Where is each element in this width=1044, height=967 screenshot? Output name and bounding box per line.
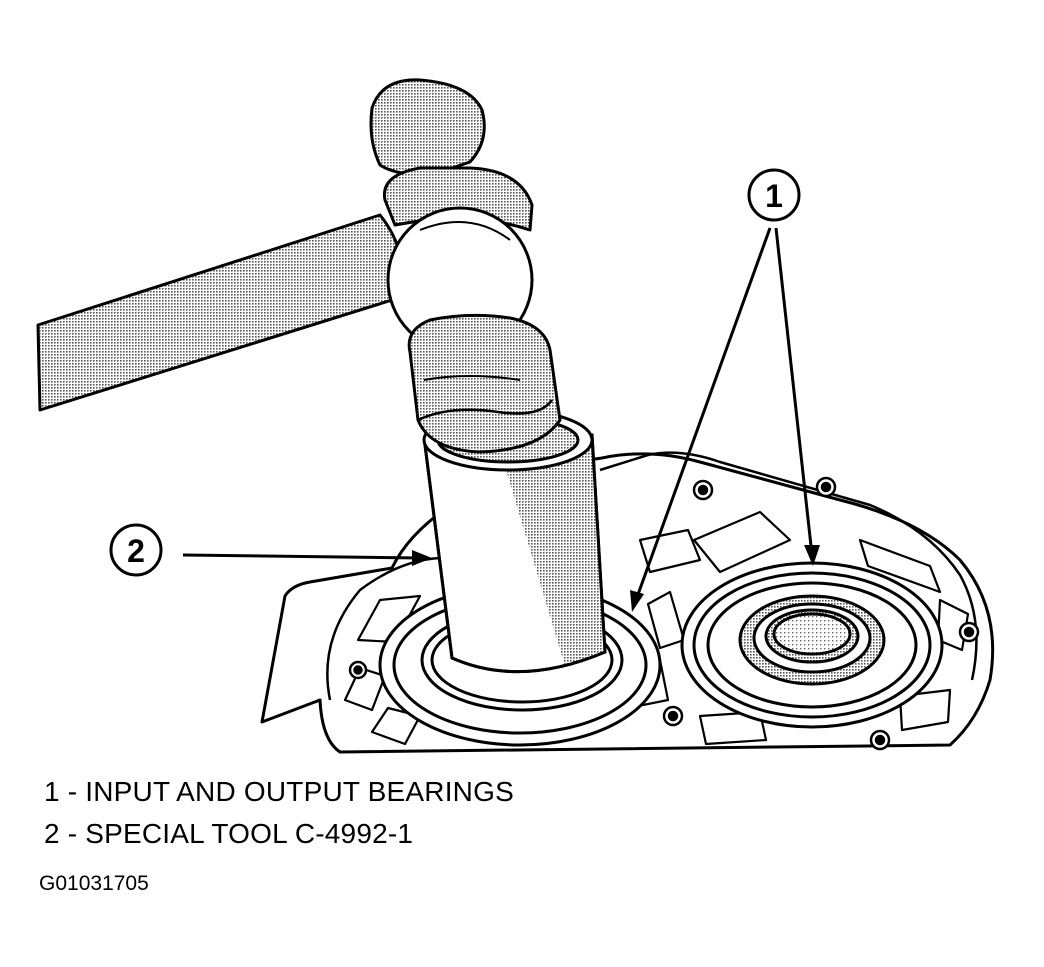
callout-1: 1 [630, 168, 820, 612]
callout-2: 2 [109, 523, 432, 577]
legend-item-2: 2 - SPECIAL TOOL C-4992-1 [44, 818, 414, 849]
figure-id: G01031705 [39, 872, 149, 895]
legend-item-1: 1 - INPUT AND OUTPUT BEARINGS [44, 776, 514, 807]
callout-2-number: 2 [127, 533, 145, 569]
callout-1-number: 1 [765, 178, 783, 214]
ball-peen-hammer-icon [36, 78, 562, 454]
output-bearing-icon [680, 561, 944, 729]
